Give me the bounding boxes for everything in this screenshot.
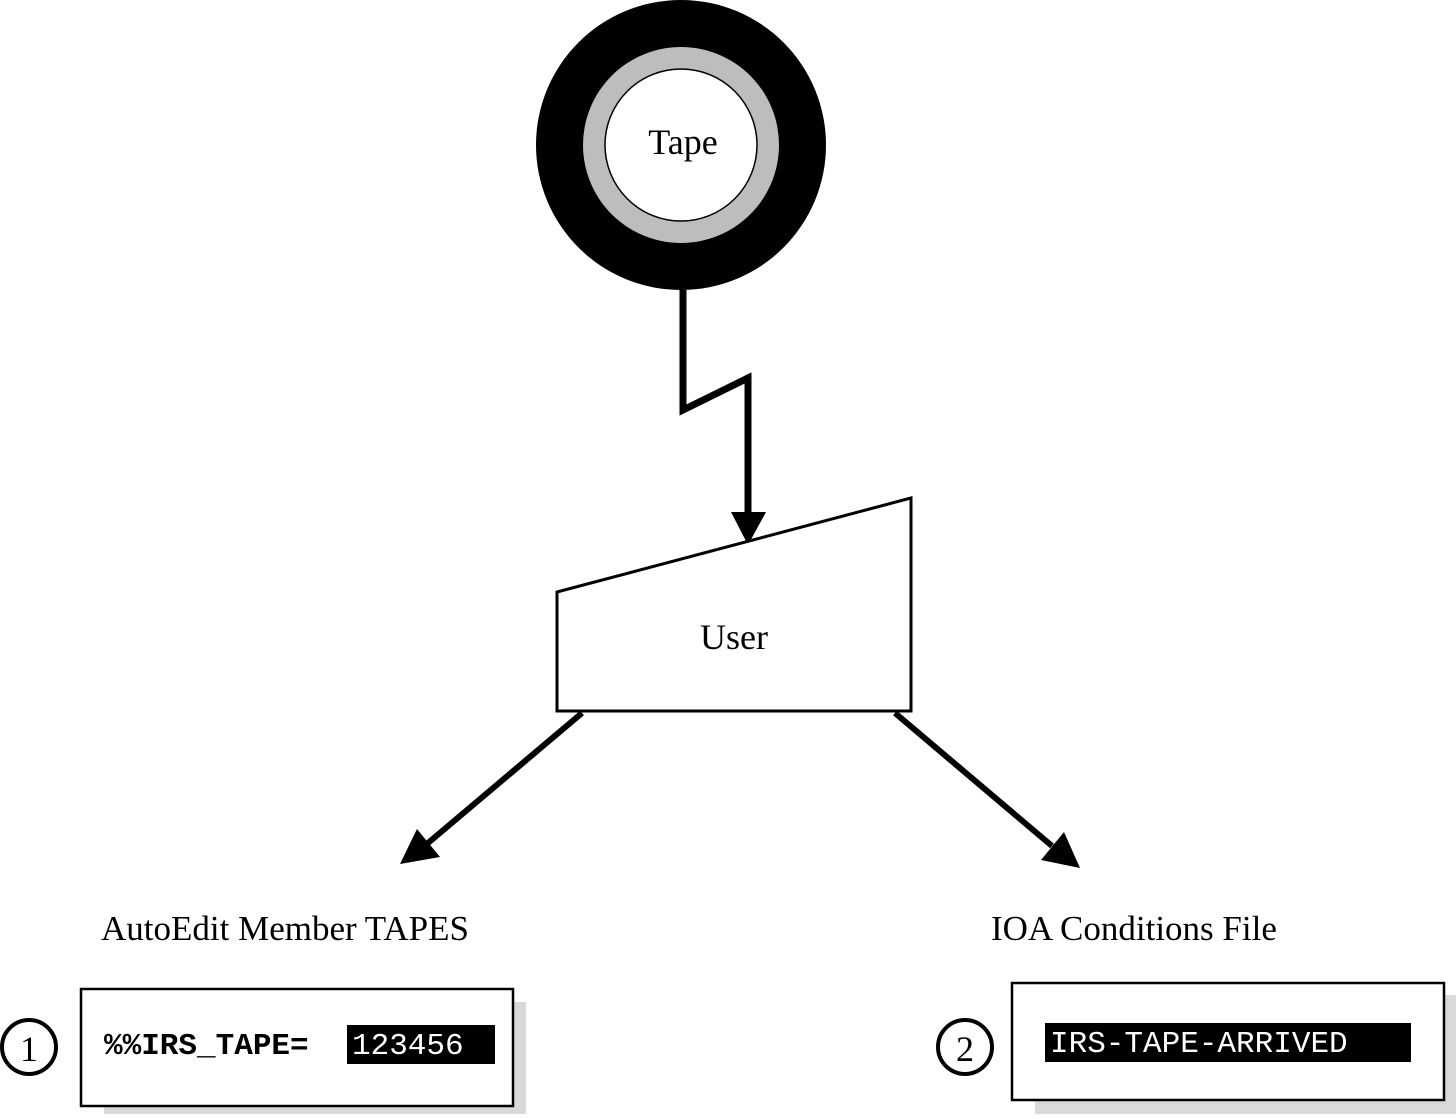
ioa-condition-highlight [1045, 1023, 1411, 1062]
tape-reel: Tape [536, 0, 826, 290]
autoedit-variable-prefix: %%IRS_TAPE= [104, 1029, 309, 1064]
lightning-arrowhead [731, 512, 766, 545]
autoedit-variable-value: 123456 [352, 1029, 464, 1064]
arrow-to-autoedit-line [426, 710, 584, 846]
ioa-title: IOA Conditions File [991, 909, 1277, 948]
arrow-to-autoedit-head [400, 829, 440, 864]
autoedit-title: AutoEdit Member TAPES [101, 909, 469, 948]
output-arrows [400, 710, 1080, 868]
arrow-to-ioa-line [893, 710, 1054, 849]
tape-to-user-connector [679, 290, 766, 545]
user-node: User [555, 496, 913, 713]
autoedit-value-highlight [347, 1025, 495, 1064]
step-1-number: 1 [20, 1029, 38, 1069]
step-2-badge [936, 1018, 994, 1076]
tape-label: Tape [648, 122, 717, 162]
autoedit-section: AutoEdit Member TAPES 1 %%IRS_TAPE= 1234… [0, 909, 526, 1114]
arrow-to-ioa-head [1041, 832, 1080, 868]
tape-hub [604, 68, 758, 222]
user-label: User [700, 617, 768, 657]
ioa-section: IOA Conditions File 2 IRS-TAPE-ARRIVED [936, 909, 1456, 1114]
user-shape [555, 496, 913, 713]
ioa-condition-name: IRS-TAPE-ARRIVED [1050, 1027, 1348, 1062]
step-2-number: 2 [956, 1029, 974, 1069]
step-1-badge [0, 1018, 58, 1076]
lightning-line [679, 290, 752, 512]
